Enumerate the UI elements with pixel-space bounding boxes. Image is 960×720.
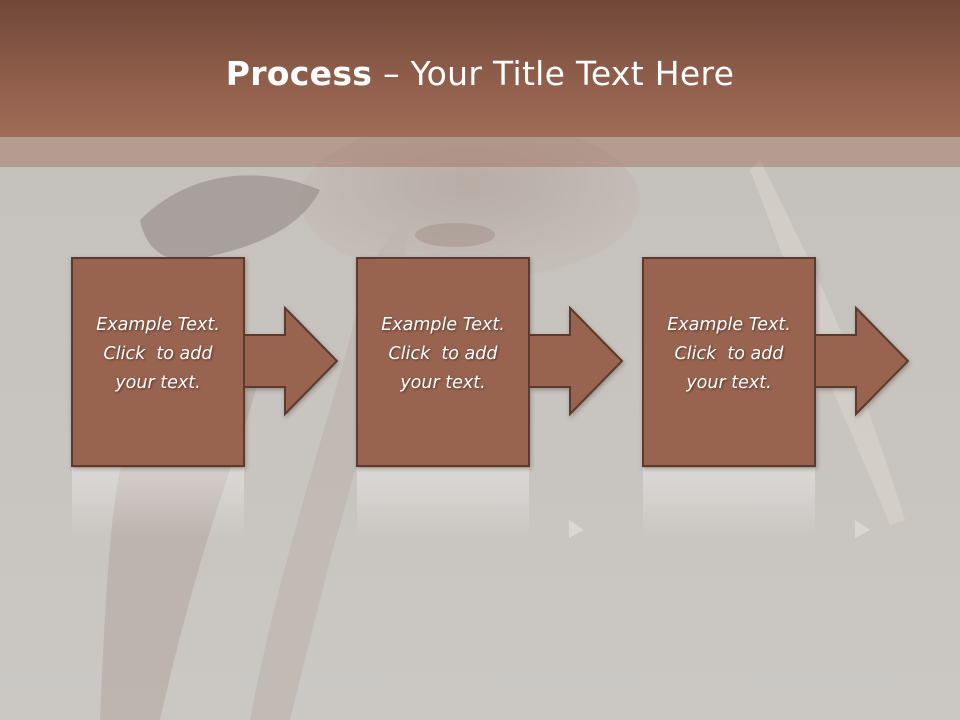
title-bold: Process: [225, 54, 373, 93]
step-1-box: [71, 257, 245, 467]
step-2-text[interactable]: Example Text. Click to add your text.: [357, 311, 529, 398]
step-1[interactable]: [71, 257, 339, 467]
step-2-line-2: Click to add: [388, 344, 498, 364]
header-band: [0, 137, 960, 167]
step-2-reflection: [357, 468, 529, 538]
reflections: [72, 468, 870, 538]
step-3-line-2: Click to add: [674, 344, 784, 364]
step-3-line-1: Example Text.: [667, 315, 791, 335]
title-rest: – Your Title Text Here: [372, 54, 735, 93]
step-2[interactable]: [356, 257, 624, 467]
step-2-box: [356, 257, 530, 467]
step-2-line-1: Example Text.: [381, 315, 505, 335]
step-1-reflection: [72, 468, 244, 538]
slide-title[interactable]: Process – Your Title Text Here: [0, 50, 960, 98]
step-3[interactable]: [642, 257, 910, 467]
step-3-reflection: [643, 468, 815, 538]
arrow-3-reflection: [855, 520, 870, 538]
step-3-arrow: [814, 305, 910, 417]
step-2-line-3: your text.: [400, 373, 486, 393]
arrow-2-reflection: [569, 520, 584, 538]
step-1-line-1: Example Text.: [96, 315, 220, 335]
step-1-text[interactable]: Example Text. Click to add your text.: [72, 311, 244, 398]
step-3-text[interactable]: Example Text. Click to add your text.: [643, 311, 815, 398]
step-3-box: [642, 257, 816, 467]
title-bar: [0, 0, 960, 137]
step-3-line-3: your text.: [686, 373, 772, 393]
step-1-line-2: Click to add: [103, 344, 213, 364]
step-1-arrow: [243, 305, 339, 417]
step-2-arrow: [528, 305, 624, 417]
step-1-line-3: your text.: [115, 373, 201, 393]
